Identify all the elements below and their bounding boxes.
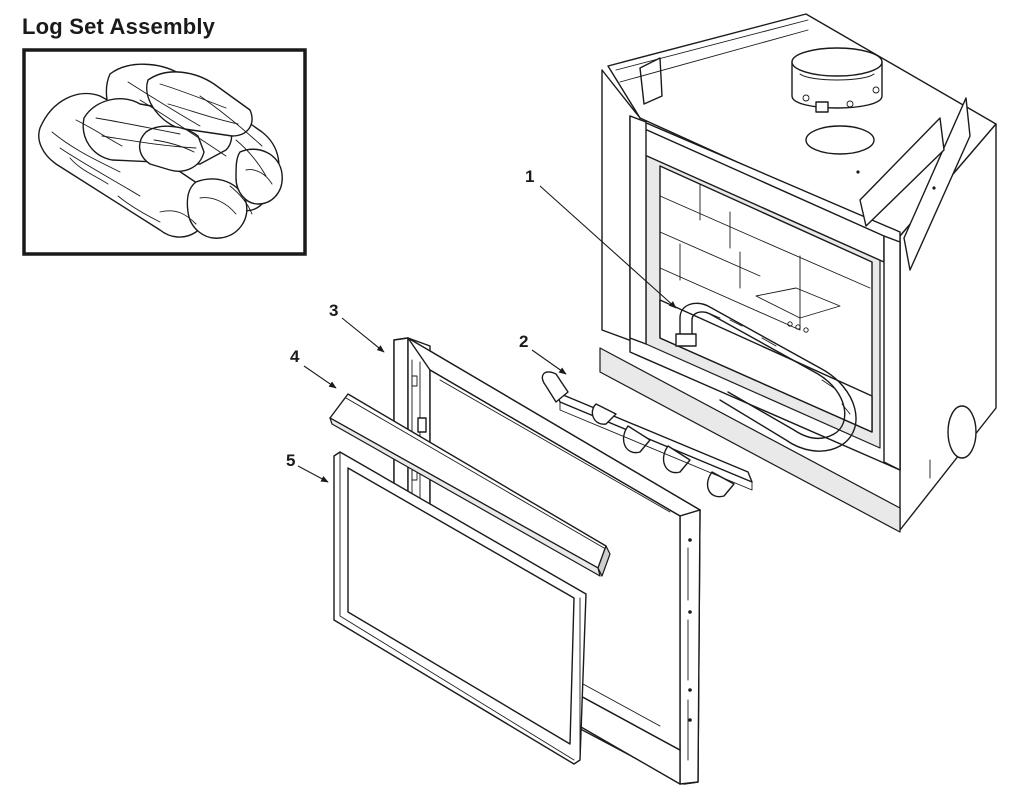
callout-3: 3 — [329, 301, 385, 353]
callout-5-label: 5 — [286, 451, 295, 470]
callout-1: 1 — [525, 167, 677, 309]
callout-4: 4 — [290, 347, 337, 389]
inset-title: Log Set Assembly — [22, 14, 216, 39]
firebox-unit — [599, 13, 997, 533]
front-frame — [393, 337, 701, 785]
log-grate — [541, 371, 753, 498]
log-set-illustration — [38, 63, 283, 239]
callout-4-label: 4 — [290, 347, 300, 366]
callout-2-label: 2 — [519, 332, 528, 351]
callout-1-label: 1 — [525, 167, 534, 186]
callout-5: 5 — [286, 451, 329, 483]
callout-3-label: 3 — [329, 301, 338, 320]
log-set-inset — [22, 48, 307, 256]
callout-2: 2 — [519, 332, 567, 375]
hood — [329, 393, 611, 577]
burner-tube — [675, 302, 857, 452]
glass-door-frame — [333, 451, 587, 765]
